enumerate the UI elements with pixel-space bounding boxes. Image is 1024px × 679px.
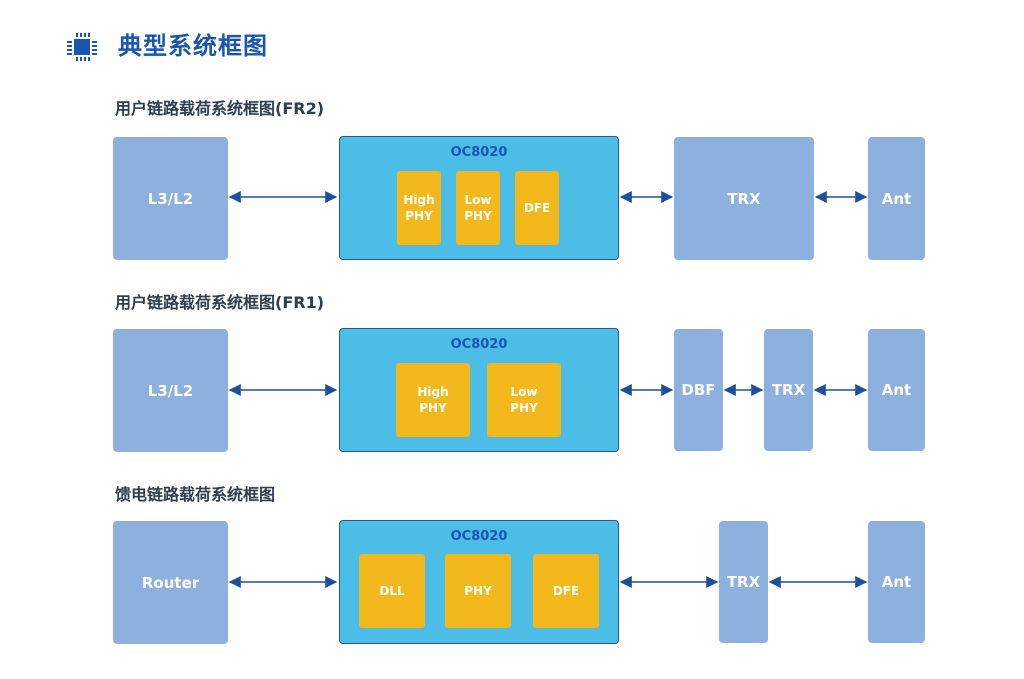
module-low-phy: Low PHY: [456, 171, 500, 245]
module-dfe: DFE: [515, 171, 559, 245]
source-block: L3/L2: [113, 137, 228, 260]
trx-block: TRX: [719, 521, 768, 643]
ant-block: Ant: [868, 137, 925, 260]
module-dfe: DFE: [533, 554, 599, 628]
ant-block: Ant: [868, 329, 925, 451]
section-title: 用户链路载荷系统框图(FR2): [115, 99, 325, 118]
source-block: L3/L2: [113, 329, 228, 452]
module-high-phy: High PHY: [397, 171, 441, 245]
trx-block: TRX: [764, 329, 813, 451]
ant-block: Ant: [868, 521, 925, 643]
chip-label: OC8020: [450, 145, 508, 160]
dbf-block: DBF: [674, 329, 723, 451]
trx-block: TRX: [674, 137, 814, 260]
chip-label: OC8020: [450, 529, 508, 544]
module-low-phy: Low PHY: [487, 363, 561, 437]
chip-icon: [67, 33, 97, 61]
source-block: Router: [113, 521, 228, 644]
module-phy: PHY: [445, 554, 511, 628]
module-dll: DLL: [359, 554, 425, 628]
chip-label: OC8020: [450, 337, 508, 352]
section-title: 馈电链路载荷系统框图: [115, 485, 276, 504]
page-title: 典型系统框图: [118, 32, 268, 60]
module-high-phy: High PHY: [396, 363, 470, 437]
section-title: 用户链路载荷系统框图(FR1): [115, 293, 325, 312]
oc8020-chip: OC8020 DLL PHY DFE: [339, 520, 619, 644]
oc8020-chip: OC8020 High PHY Low PHY DFE: [339, 136, 619, 260]
oc8020-chip: OC8020 High PHY Low PHY: [339, 328, 619, 452]
